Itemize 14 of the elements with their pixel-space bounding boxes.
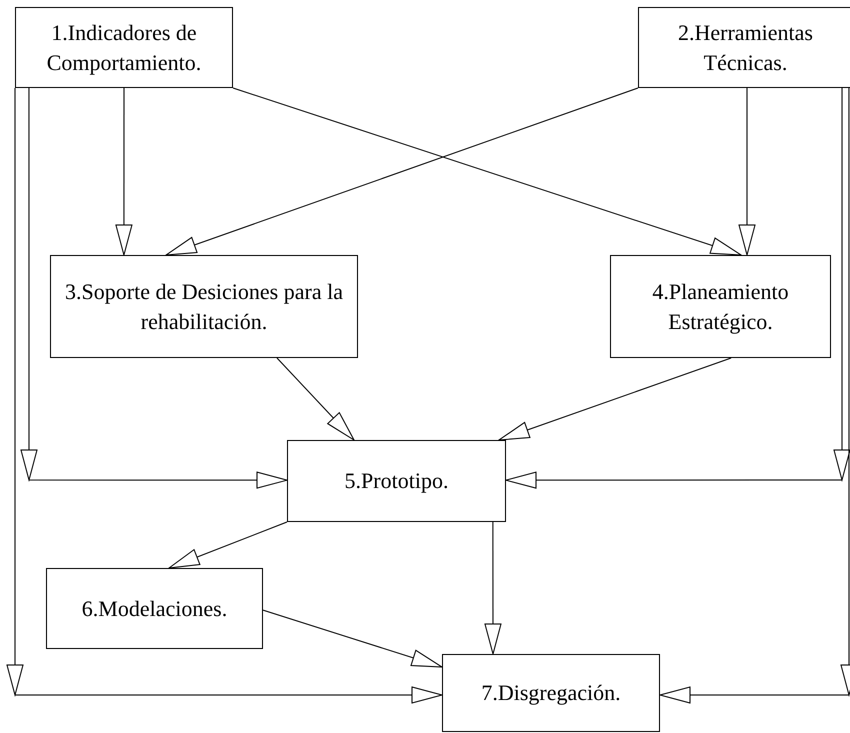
process-box: [287, 440, 506, 522]
node-label: 2.Herramientas Técnicas.: [677, 18, 814, 76]
process-box: [638, 7, 850, 88]
process-box: [442, 654, 660, 732]
node-label: 5.Prototipo.: [344, 467, 448, 495]
node-label: 4.Planeamiento Estratégico.: [651, 278, 790, 336]
process-box: [46, 568, 263, 649]
node-label: 6.Modelaciones.: [82, 594, 228, 622]
node-label: 1.Indicadores de Comportamiento.: [46, 18, 202, 77]
node-label: 3.Soporte de Desiciones para la rehabilitación.: [64, 278, 344, 336]
node-label: 7.Disgregación.: [481, 679, 621, 707]
process-box: [15, 7, 233, 88]
process-box: [50, 255, 358, 358]
process-box: [610, 255, 831, 358]
